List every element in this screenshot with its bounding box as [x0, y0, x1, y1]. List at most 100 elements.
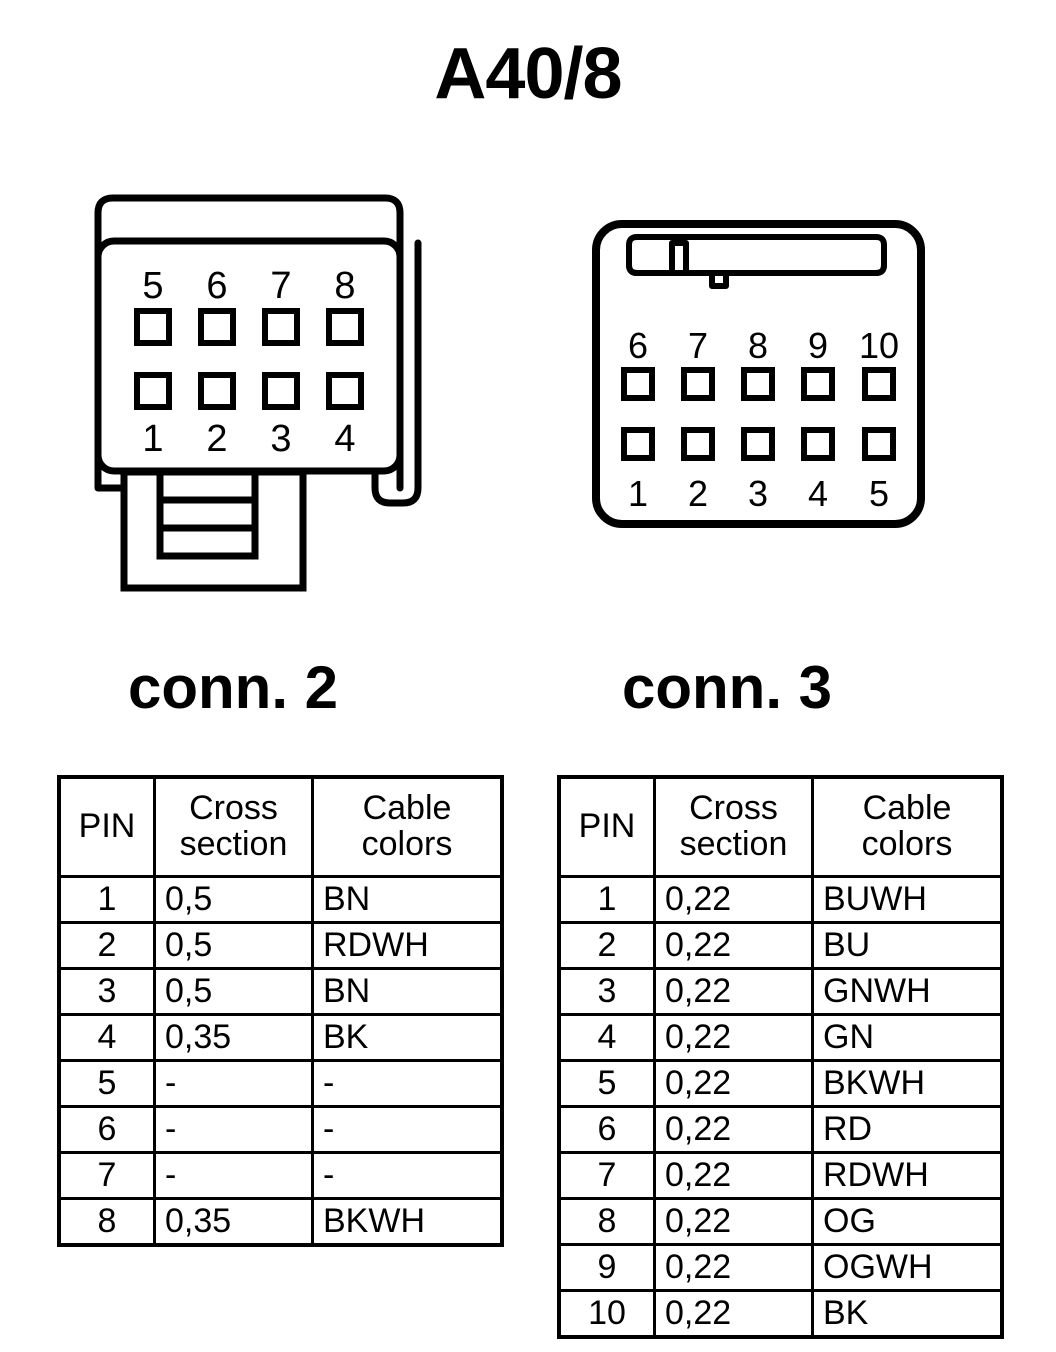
- cell-pin: 4: [57, 1013, 156, 1062]
- pin-square-top-4: [801, 367, 835, 401]
- header-cable-colors: Cable colors: [811, 775, 1004, 878]
- cell-pin: 2: [557, 921, 656, 970]
- cell-cable-colors: -: [311, 1059, 504, 1108]
- cell-cable-colors: RDWH: [811, 1151, 1004, 1200]
- header-pin: PIN: [557, 775, 656, 878]
- pin-square-bottom-2: [681, 427, 715, 461]
- cell-cross-section: 0,22: [653, 1197, 814, 1246]
- connector-back-shell-leg: [371, 239, 422, 507]
- header-pin: PIN: [57, 775, 156, 878]
- connector-diagram-conn3: 6 7 8 9 10 1 2 3 4 5: [590, 218, 935, 533]
- cell-pin: 6: [557, 1105, 656, 1154]
- cell-cable-colors: BN: [311, 967, 504, 1016]
- cell-pin: 8: [557, 1197, 656, 1246]
- pin-number-top-2: 7: [688, 325, 708, 366]
- cell-cross-section: -: [153, 1059, 314, 1108]
- cell-cross-section: 0,22: [653, 1289, 814, 1339]
- cell-cable-colors: OG: [811, 1197, 1004, 1246]
- cell-pin: 7: [557, 1151, 656, 1200]
- cell-cable-colors: BK: [811, 1289, 1004, 1339]
- cell-pin: 5: [557, 1059, 656, 1108]
- pin-square-top-2: [198, 308, 236, 346]
- cell-cable-colors: GNWH: [811, 967, 1004, 1016]
- pin-number-top-3: 7: [270, 265, 291, 307]
- table-header-row: PIN Cross section Cable colors: [57, 775, 504, 878]
- page-title: A40/8: [434, 34, 622, 114]
- pin-number-bottom-4: 4: [334, 418, 355, 460]
- table-row: 6--: [57, 1105, 504, 1154]
- pin-number-top-4: 8: [334, 265, 355, 307]
- cell-cross-section: 0,22: [653, 967, 814, 1016]
- cell-cable-colors: RDWH: [311, 921, 504, 970]
- pin-square-top-3: [741, 367, 775, 401]
- cell-pin: 9: [557, 1243, 656, 1292]
- pin-square-top-3: [262, 308, 300, 346]
- cell-pin: 1: [57, 875, 156, 924]
- pin-number-bottom-4: 4: [808, 473, 828, 514]
- cell-cross-section: 0,22: [653, 1013, 814, 1062]
- pin-numbers-top-row: 6 7 8 9 10: [628, 325, 899, 366]
- pin-numbers-bottom-row: 1 2 3 4 5: [628, 473, 889, 514]
- header-cable-colors-line2: colors: [361, 825, 453, 863]
- pin-squares-top-row: [134, 308, 364, 346]
- table-row: 7--: [57, 1151, 504, 1200]
- pin-squares-bottom-row: [134, 372, 364, 410]
- cell-cable-colors: -: [311, 1151, 504, 1200]
- cell-cable-colors: RD: [811, 1105, 1004, 1154]
- table-header-row: PIN Cross section Cable colors: [557, 775, 1004, 878]
- cell-pin: 2: [57, 921, 156, 970]
- header-cross-section-line1: Cross: [689, 789, 778, 828]
- header-cross-section: Cross section: [153, 775, 314, 878]
- cell-cross-section: 0,5: [153, 967, 314, 1016]
- cell-cross-section: 0,22: [653, 1243, 814, 1292]
- header-cross-section-line2: section: [179, 825, 288, 863]
- cell-cross-section: 0,22: [653, 1105, 814, 1154]
- cell-cable-colors: GN: [811, 1013, 1004, 1062]
- cell-cross-section: 0,35: [153, 1197, 314, 1247]
- pin-square-top-5: [862, 367, 896, 401]
- connector-3-drawing: 6 7 8 9 10 1 2 3 4 5: [592, 220, 925, 528]
- connector-body: [592, 220, 925, 528]
- cell-cable-colors: -: [311, 1105, 504, 1154]
- header-cross-section: Cross section: [653, 775, 814, 878]
- header-cross-section-line1: Cross: [189, 789, 278, 828]
- cell-cable-colors: BN: [311, 875, 504, 924]
- header-cable-colors-line2: colors: [861, 825, 953, 863]
- pin-square-bottom-1: [621, 427, 655, 461]
- cell-pin: 3: [57, 967, 156, 1016]
- pin-square-bottom-3: [741, 427, 775, 461]
- pin-number-top-3: 8: [748, 325, 768, 366]
- pin-number-top-1: 5: [142, 265, 163, 307]
- pin-square-top-2: [681, 367, 715, 401]
- connector-2-label: conn. 2: [128, 654, 339, 721]
- keyed-slot-bar: [626, 234, 887, 276]
- cell-cable-colors: BK: [311, 1013, 504, 1062]
- cell-pin: 7: [57, 1151, 156, 1200]
- pin-table-conn3-head: PIN Cross section Cable colors: [557, 775, 1004, 878]
- pin-number-top-2: 6: [206, 265, 227, 307]
- cell-cross-section: 0,5: [153, 921, 314, 970]
- cell-cross-section: -: [153, 1151, 314, 1200]
- pin-square-top-4: [326, 308, 364, 346]
- connector-2-drawing: 5 6 7 8 1 2 3 4: [94, 194, 422, 592]
- cell-pin: 8: [57, 1197, 156, 1247]
- latch-tab-ribbed: [156, 468, 259, 560]
- cell-cable-colors: BU: [811, 921, 1004, 970]
- pin-number-bottom-5: 5: [869, 473, 889, 514]
- pin-number-top-1: 6: [628, 325, 648, 366]
- pin-table-conn2-head: PIN Cross section Cable colors: [57, 775, 504, 878]
- cell-pin: 1: [557, 875, 656, 924]
- pin-number-bottom-2: 2: [206, 418, 227, 460]
- cell-cross-section: 0,22: [653, 1059, 814, 1108]
- connector-diagram-conn2: 5 6 7 8 1 2 3 4: [85, 185, 445, 600]
